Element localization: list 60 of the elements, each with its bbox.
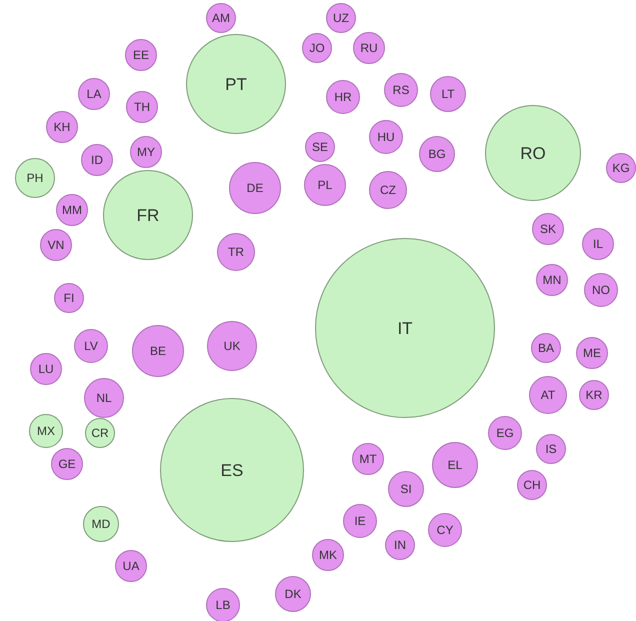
country-code: ID [91, 154, 103, 166]
country-code: FI [64, 292, 74, 304]
country-code: CY [436, 524, 454, 536]
country-code: CR [91, 427, 109, 439]
country-code: LA [86, 88, 102, 100]
country-code: UA [122, 560, 140, 572]
country-code: HR [334, 91, 352, 103]
country-code: NO [592, 284, 610, 296]
country-code: IE [354, 515, 366, 527]
country-code: LV [84, 340, 98, 352]
country-code: BG [428, 148, 446, 160]
country-code: TR [228, 246, 244, 258]
country-code: KH [54, 121, 70, 133]
country-code: PT [225, 76, 247, 92]
country-code: GE [58, 458, 76, 470]
country-code: PL [318, 179, 332, 191]
country-code: AM [212, 12, 230, 24]
country-code: UK [224, 340, 240, 352]
country-code: AT [540, 389, 556, 401]
country-code: ME [583, 347, 601, 359]
country-code: MM [62, 204, 82, 216]
country-code: MT [359, 453, 377, 465]
country-code: IN [394, 539, 406, 551]
country-code: FR [136, 206, 160, 224]
country-code: EE [132, 49, 149, 61]
country-code: LB [216, 599, 230, 611]
country-code: LU [38, 363, 54, 375]
country-code: SE [312, 141, 328, 153]
country-code: SI [400, 483, 412, 495]
country-code: MX [37, 425, 55, 437]
country-code: IT [397, 320, 413, 336]
country-code: EG [496, 427, 514, 439]
country-code: CH [523, 479, 541, 491]
country-code: KG [612, 162, 630, 174]
country-code: LT [441, 88, 455, 100]
country-code: VN [48, 239, 64, 251]
country-code: MY [137, 146, 155, 158]
country-code: MK [319, 549, 337, 561]
country-code: DK [284, 588, 302, 600]
country-code: JO [309, 42, 325, 54]
country-code: EL [448, 459, 462, 471]
country-code: CZ [380, 184, 396, 196]
country-code: UZ [333, 12, 349, 24]
country-code: HU [377, 131, 395, 143]
country-code: PH [26, 172, 44, 184]
country-code: RS [392, 84, 410, 96]
country-code: BA [538, 342, 554, 354]
country-code: DE [246, 182, 264, 194]
country-code: MD [92, 518, 110, 530]
country-code: SK [540, 223, 556, 235]
country-code: IL [592, 238, 603, 250]
country-code: ES [220, 462, 244, 478]
country-code: BE [150, 345, 166, 357]
country-code: RO [520, 144, 546, 162]
country-code: TH [134, 101, 150, 113]
country-code: IS [545, 443, 557, 455]
country-code: NL [96, 392, 112, 404]
country-code: MN [542, 274, 562, 286]
country-code: RU [360, 42, 378, 54]
country-code: KR [586, 389, 602, 401]
